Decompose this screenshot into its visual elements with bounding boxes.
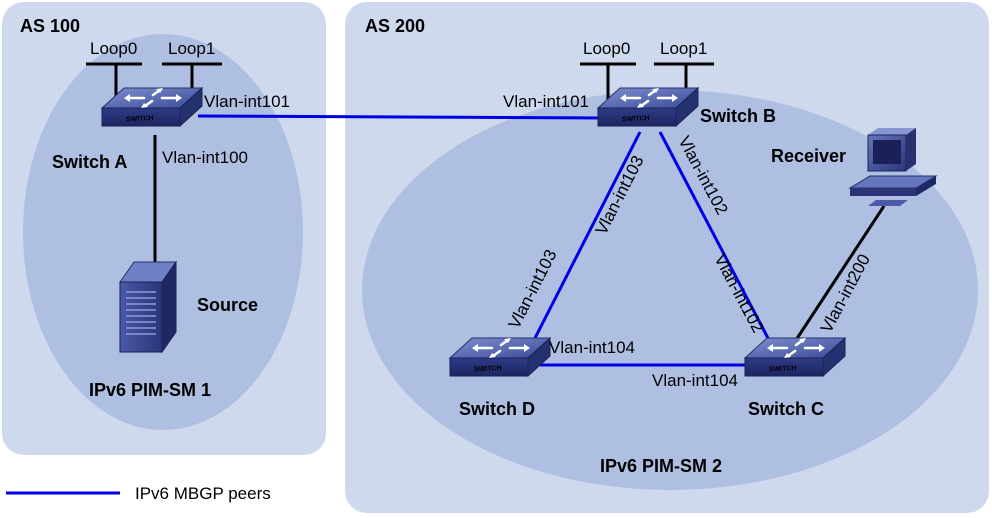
switch-b-loop1-label: Loop1 — [660, 39, 707, 58]
link-switch-c-receiver — [794, 205, 886, 341]
switch-a-icon: SWITCH — [100, 86, 204, 128]
pim-sm-2-region — [362, 90, 978, 490]
switch-a-loop1-label: Loop1 — [168, 39, 215, 58]
switch-b-name: Switch B — [700, 106, 776, 126]
link-switch-b-switch-d — [530, 131, 642, 345]
server-icon — [119, 260, 177, 354]
switch-b-loop0-label: Loop0 — [583, 39, 630, 58]
link-switch-b-switch-c — [658, 131, 772, 343]
switch-c-icon: SWITCH — [743, 336, 847, 378]
as200-label: AS 200 — [365, 16, 425, 36]
computer-icon — [848, 128, 938, 206]
receiver-name: Receiver — [771, 146, 846, 166]
legend-label: IPv6 MBGP peers — [135, 484, 271, 503]
switch-b-loopbacks — [580, 62, 714, 100]
switch-a-name: Switch A — [52, 152, 127, 172]
switch-a-device-label: SWITCH — [126, 115, 154, 123]
switch-a-vlan-int100-label: Vlan-int100 — [162, 148, 248, 167]
pim-sm-2-label: IPv6 PIM-SM 2 — [600, 456, 722, 476]
as100-label: AS 100 — [20, 16, 80, 36]
switch-b-device-label: SWITCH — [622, 115, 650, 123]
switch-b-vlan-int101-label: Vlan-int101 — [503, 92, 589, 111]
switch-c-device-label: SWITCH — [769, 365, 797, 373]
switch-a-loopbacks — [86, 62, 222, 100]
switch-d-icon: SWITCH — [448, 336, 552, 378]
switch-b-icon: SWITCH — [596, 86, 700, 128]
mbgp-peer-links — [197, 114, 772, 367]
link-switch-a-switch-b — [197, 114, 607, 120]
switch-d-name: Switch D — [459, 399, 535, 419]
switch-a-loop0-label: Loop0 — [90, 39, 137, 58]
switch-a-vlan-int101-label: Vlan-int101 — [204, 92, 290, 111]
source-name: Source — [197, 295, 258, 315]
switch-c-vlan-int104-label: Vlan-int104 — [652, 371, 738, 390]
pim-sm-1-label: IPv6 PIM-SM 1 — [89, 380, 211, 400]
pim-sm-1-region — [23, 34, 303, 430]
switch-d-device-label: SWITCH — [474, 365, 502, 373]
switch-d-vlan-int104-label: Vlan-int104 — [549, 338, 635, 357]
switch-c-name: Switch C — [748, 399, 824, 419]
